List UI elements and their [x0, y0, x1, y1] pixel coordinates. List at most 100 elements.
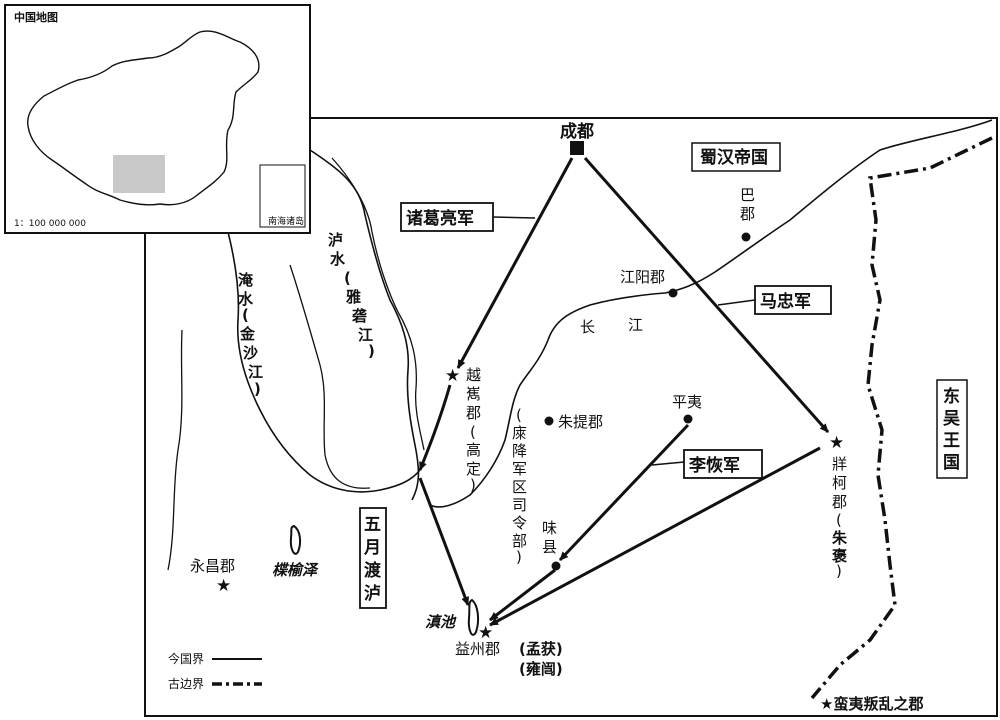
- svg-text:(: (: [242, 306, 249, 324]
- zangke-char: 牂: [832, 455, 847, 473]
- yizhou-leader-2: (雍闿): [519, 660, 563, 678]
- lake-yeyu-label: 楪榆泽: [272, 561, 319, 579]
- wu-char: 王: [943, 431, 960, 451]
- ford-char: 泸: [364, 584, 381, 604]
- river-yanshui-label: 淹 水 ( 金 沙 江 ): [238, 271, 263, 398]
- yuexi-sub-char: (: [470, 423, 476, 441]
- lake-dianchi: [467, 598, 480, 636]
- svg-text:令: 令: [512, 514, 527, 532]
- army-ma-label: 马忠军: [760, 291, 811, 312]
- inset-islands-box: [259, 164, 306, 228]
- zhuti-label: 朱提郡: [558, 413, 603, 431]
- zangke-star: ★: [829, 433, 844, 453]
- route-li-1: [558, 423, 690, 562]
- river-changjiang-char: 长: [580, 318, 595, 336]
- army-zhuge-box: [400, 202, 494, 232]
- route-ma-2: [489, 446, 821, 627]
- lake-dianchi-label: 滇池: [425, 613, 457, 631]
- route-zhuge-1: [456, 157, 574, 369]
- yizhou-leader-1: (孟获): [519, 640, 563, 658]
- wu-char: 东: [943, 386, 960, 407]
- river-yaruo: [309, 149, 420, 501]
- river-changjiang: [429, 119, 993, 508]
- yongchang-star: ★: [216, 576, 231, 596]
- yuexi-sub-char: ): [470, 476, 476, 494]
- svg-text:砻: 砻: [351, 307, 367, 325]
- river-jinsha-bank: [289, 264, 371, 489]
- pingyi-marker: [683, 414, 693, 424]
- legend: 今国界 古边界: [168, 651, 262, 691]
- svg-text:): ): [368, 342, 375, 360]
- svg-text:淹: 淹: [238, 271, 254, 289]
- svg-text:江: 江: [358, 326, 373, 344]
- yuexi-star: ★: [445, 366, 460, 386]
- yongchang-label: 永昌郡: [190, 557, 235, 575]
- svg-text:(: (: [516, 406, 522, 424]
- army-zhuge-leader: [492, 216, 536, 219]
- inset-frame: [4, 4, 311, 234]
- river-jinsha: [227, 231, 421, 493]
- svg-text:泸: 泸: [328, 231, 343, 249]
- svg-text:军: 军: [512, 460, 527, 478]
- zhuti-marker: [544, 416, 554, 426]
- laixiang-label: ( 庲 降 军 区 司 令 部 ): [512, 406, 527, 566]
- zangke-char: 郡: [832, 493, 847, 511]
- yizhou-star: ★: [478, 623, 493, 643]
- weixian-marker: [551, 561, 561, 571]
- svg-text:沙: 沙: [243, 344, 258, 362]
- jiangyang-label: 江阳郡: [620, 268, 665, 286]
- inset-title: 中国地图: [14, 10, 58, 24]
- army-zhuge-label: 诸葛亮军: [406, 208, 474, 229]
- inset-map: 中国地图 南海诸岛 1：100 000 000: [4, 4, 311, 234]
- route-ma-1: [583, 157, 830, 433]
- river-yaruo-bank: [331, 157, 425, 451]
- svg-text:江: 江: [248, 363, 263, 381]
- svg-text:): ): [516, 548, 522, 566]
- svg-text:部: 部: [512, 532, 527, 550]
- weixian-label-char: 县: [542, 538, 557, 556]
- wu-char: 吴: [943, 409, 960, 429]
- ford-char: 月: [363, 538, 381, 558]
- river-west: [167, 329, 183, 571]
- inset-china-outline: [27, 30, 260, 206]
- empire-label-box: [691, 142, 781, 172]
- ba-marker: [741, 232, 751, 242]
- yizhou-label: 益州郡: [455, 640, 500, 658]
- zangke-sub-char: 朱: [832, 529, 848, 547]
- legend-rebel-label: ★蛮夷叛乱之郡: [820, 695, 923, 713]
- ancient-border-line: [810, 136, 993, 700]
- yuexi-sub-char: 定: [466, 460, 481, 478]
- route-li-2: [489, 568, 556, 622]
- capital-chengdu-marker: [570, 141, 584, 155]
- inset-scale: 1：100 000 000: [14, 219, 86, 229]
- ba-label-char: 巴: [740, 186, 755, 204]
- svg-text:金: 金: [239, 325, 256, 343]
- ford-char: 渡: [364, 560, 382, 581]
- svg-text:司: 司: [512, 496, 527, 514]
- svg-text:水: 水: [330, 250, 346, 268]
- yuexi-sub-char: 高: [466, 441, 481, 459]
- army-li-label: 李恢军: [689, 455, 740, 476]
- river-changjiang-char: 江: [628, 316, 643, 334]
- pingyi-label: 平夷: [672, 393, 702, 411]
- route-zhuge-3: [418, 477, 470, 606]
- legend-ancient-label: 古边界: [168, 676, 204, 691]
- capital-chengdu-label: 成都: [560, 121, 594, 142]
- jiangyang-marker: [668, 288, 678, 298]
- empire-label: 蜀汉帝国: [700, 147, 768, 168]
- svg-text:降: 降: [512, 442, 527, 460]
- inset-highlight-region: [113, 155, 165, 193]
- yuexi-char: 嶲: [466, 385, 481, 403]
- legend-modern-label: 今国界: [168, 651, 204, 666]
- ba-label-char: 郡: [740, 205, 755, 223]
- svg-text:雅: 雅: [345, 288, 361, 306]
- zangke-sub-char: 褒: [831, 547, 848, 565]
- yuexi-char: 越: [466, 366, 481, 384]
- weixian-label-char: 味: [542, 519, 557, 537]
- svg-text:): ): [254, 380, 261, 398]
- wu-char: 国: [943, 453, 960, 473]
- army-li-leader: [651, 461, 685, 466]
- army-li-box: [683, 449, 763, 479]
- zangke-char: 柯: [832, 474, 847, 492]
